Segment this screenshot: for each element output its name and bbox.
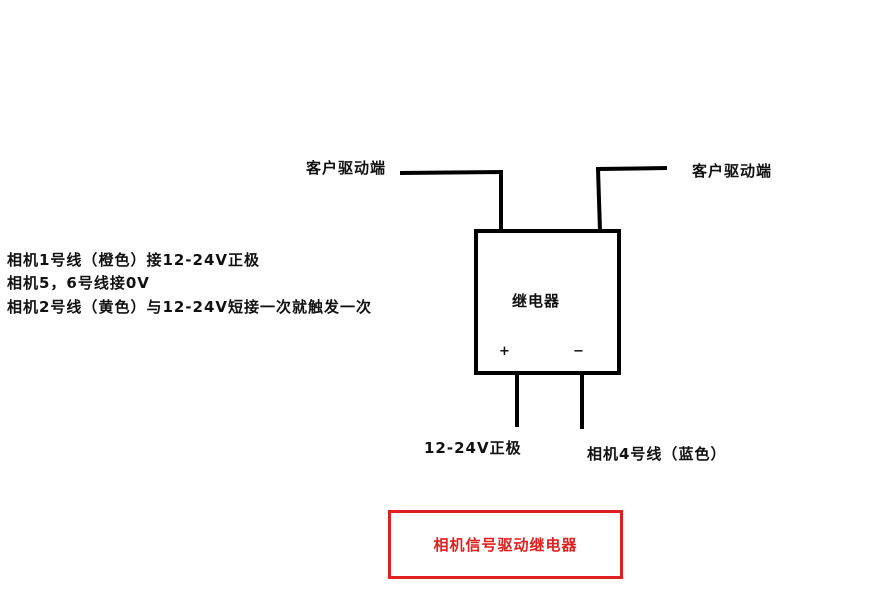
minus-label: −: [573, 344, 585, 359]
plus-label: +: [499, 344, 511, 359]
note-line: 相机2号线（黄色）与12-24V短接一次就触发一次: [7, 298, 373, 316]
relay-label: 继电器: [512, 292, 561, 310]
diagram-title-box: 相机信号驱动继电器: [388, 510, 623, 579]
relay-box: [474, 229, 621, 375]
positive-label: 12-24V正极: [424, 439, 522, 457]
client-drive-left-label: 客户驱动端: [306, 159, 387, 177]
wire-client-left: [399, 169, 503, 231]
note-line: 相机5，6号线接0V: [7, 274, 150, 292]
client-drive-right-label: 客户驱动端: [692, 162, 773, 180]
camera-wire4-label: 相机4号线（蓝色）: [587, 445, 727, 463]
wire-client-right: [595, 166, 668, 232]
note-line: 相机1号线（橙色）接12-24V正极: [7, 251, 261, 269]
diagram-title: 相机信号驱动继电器: [433, 536, 578, 554]
